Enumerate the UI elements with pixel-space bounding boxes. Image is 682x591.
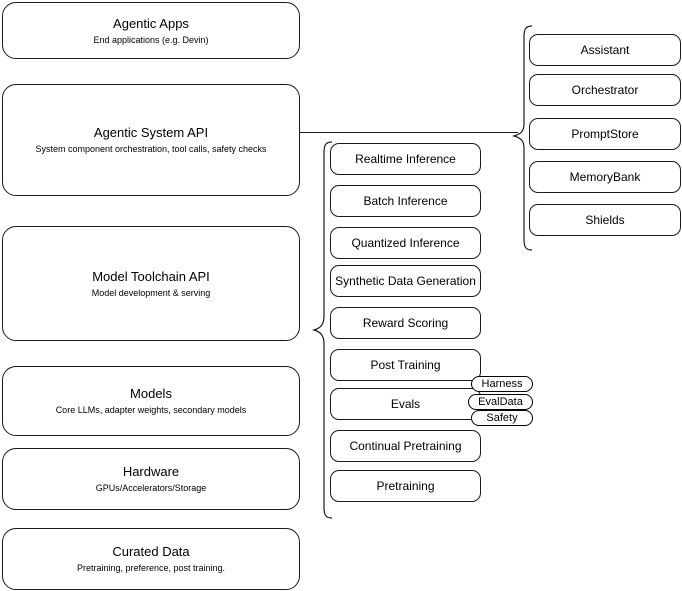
eval-tag-evaldata[interactable]: EvalData	[468, 394, 533, 410]
layer-model-toolchain-api[interactable]: Model Toolchain API Model development & …	[2, 226, 300, 341]
toolchain-item-reward-scoring[interactable]: Reward Scoring	[330, 307, 481, 339]
eval-tag-safety[interactable]: Safety	[471, 410, 533, 426]
layer-subtitle: End applications (e.g. Devin)	[93, 34, 209, 45]
layer-hardware[interactable]: Hardware GPUs/Accelerators/Storage	[2, 448, 300, 510]
chip-label: PromptStore	[571, 127, 639, 141]
toolchain-item-continual-pretraining[interactable]: Continual Pretraining	[330, 430, 481, 462]
toolchain-item-pretraining[interactable]: Pretraining	[330, 470, 481, 502]
system-item-shields[interactable]: Shields	[529, 204, 681, 236]
layer-subtitle: Core LLMs, adapter weights, secondary mo…	[55, 405, 247, 415]
pill-label: EvalData	[478, 396, 523, 408]
chip-label: Pretraining	[376, 479, 435, 493]
chip-label: Shields	[585, 213, 625, 227]
layer-subtitle: Pretraining, preference, post training.	[76, 563, 226, 573]
layer-curated-data[interactable]: Curated Data Pretraining, preference, po…	[2, 528, 300, 590]
toolchain-item-post-training[interactable]: Post Training	[330, 349, 481, 381]
layer-title: Agentic Apps	[113, 15, 189, 31]
toolchain-brace	[312, 141, 333, 519]
layer-agentic-system-api[interactable]: Agentic System API System component orch…	[2, 84, 300, 196]
chip-label: Post Training	[370, 358, 441, 372]
layer-subtitle: Model development & serving	[91, 287, 211, 298]
chip-label: Quantized Inference	[351, 236, 460, 250]
layer-subtitle: GPUs/Accelerators/Storage	[95, 483, 207, 493]
layer-agentic-apps[interactable]: Agentic Apps End applications (e.g. Devi…	[2, 2, 300, 59]
system-components-brace	[512, 25, 533, 251]
chip-label: Continual Pretraining	[349, 439, 462, 453]
chip-label: Reward Scoring	[362, 316, 449, 330]
chip-label: Assistant	[580, 43, 630, 57]
toolchain-item-evals[interactable]: Evals	[330, 388, 481, 420]
toolchain-item-realtime-inference[interactable]: Realtime Inference	[330, 143, 481, 175]
chip-label: Evals	[390, 397, 421, 411]
toolchain-item-quantized-inference[interactable]: Quantized Inference	[330, 227, 481, 259]
eval-tag-harness[interactable]: Harness	[471, 376, 533, 392]
layer-subtitle: System component orchestration, tool cal…	[35, 144, 267, 154]
layer-title: Models	[130, 386, 172, 401]
connector-system-api-to-components	[300, 132, 518, 133]
chip-label: Realtime Inference	[355, 152, 456, 166]
layer-title: Curated Data	[112, 544, 190, 559]
toolchain-item-batch-inference[interactable]: Batch Inference	[330, 185, 481, 217]
layer-title: Model Toolchain API	[92, 268, 210, 284]
pill-label: Harness	[481, 378, 523, 390]
layer-title: Hardware	[122, 464, 180, 479]
chip-label: Orchestrator	[571, 83, 639, 97]
layer-title: Agentic System API	[93, 125, 209, 140]
layer-models[interactable]: Models Core LLMs, adapter weights, secon…	[2, 366, 300, 436]
system-item-orchestrator[interactable]: Orchestrator	[529, 74, 681, 106]
system-item-assistant[interactable]: Assistant	[529, 34, 681, 66]
system-item-memorybank[interactable]: MemoryBank	[529, 161, 681, 193]
toolchain-item-synthetic-data-generation[interactable]: Synthetic Data Generation	[330, 265, 481, 297]
pill-label: Safety	[486, 412, 518, 424]
system-item-promptstore[interactable]: PromptStore	[529, 118, 681, 150]
chip-label: MemoryBank	[569, 170, 641, 184]
chip-label: Batch Inference	[363, 194, 448, 208]
chip-label: Synthetic Data Generation	[335, 274, 476, 288]
